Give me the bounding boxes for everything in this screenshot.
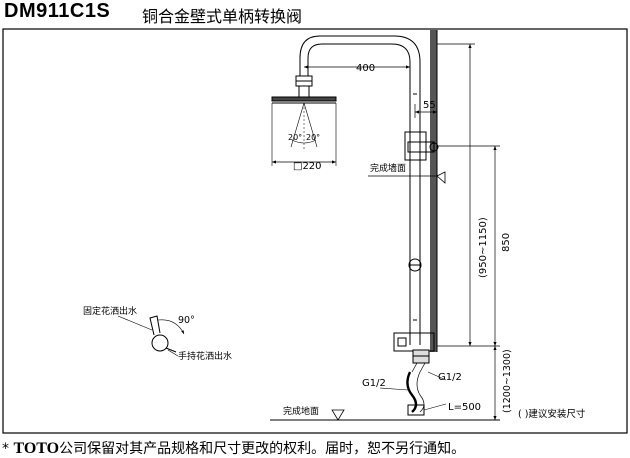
inlet-left-label: G1/2 <box>362 378 386 389</box>
shower-head <box>271 75 337 166</box>
shower-riser <box>299 35 439 345</box>
spray-angle-right-label: 20° <box>306 133 320 142</box>
arm-length-label: 400 <box>356 63 375 74</box>
head-size-label: □220 <box>293 161 322 172</box>
suggested-dimension-note: ( )建议安装尺寸 <box>518 408 586 420</box>
valve-leaders <box>379 371 447 411</box>
finished-floor-label: 完成地面 <box>283 405 319 417</box>
footer-disclaimer: * TOTO公司保留对其产品规格和尺寸更改的权利。届时，恕不另行通知。 <box>2 438 465 458</box>
column-height-label: 850 <box>501 233 512 252</box>
asterisk-mark: * <box>2 441 9 457</box>
finished-wall-marker <box>368 171 446 184</box>
rotation-angle-label: 90° <box>178 315 195 326</box>
wall-offset-dimension <box>414 104 438 118</box>
hand-shower-outlet-label: 手持花洒出水 <box>178 350 232 362</box>
mixing-valve <box>393 332 435 421</box>
spray-angle-left-label: 20° <box>288 133 302 142</box>
inlet-right-label: G1/2 <box>438 372 462 383</box>
fixed-head-outlet-label: 固定花洒出水 <box>83 305 137 317</box>
total-height-label: (950~1150) <box>478 217 489 278</box>
finished-wall-label: 完成墙面 <box>370 162 406 174</box>
disclaimer-text: 公司保留对其产品规格和尺寸更改的权利。届时，恕不另行通知。 <box>59 441 466 457</box>
diverter-detail <box>117 315 185 357</box>
brand-name: TOTO <box>13 440 60 457</box>
model-number: DM911C1S <box>4 0 111 22</box>
drawing-frame <box>2 28 628 434</box>
product-description: 铜合金壁式单柄转换阀 <box>142 7 303 26</box>
wall <box>430 30 438 352</box>
wall-offset-label: 55 <box>423 100 436 111</box>
height-dimensions <box>437 43 500 421</box>
hose-length-label: L=500 <box>448 402 481 413</box>
valve-height-label: (1200~1300) <box>502 349 513 413</box>
